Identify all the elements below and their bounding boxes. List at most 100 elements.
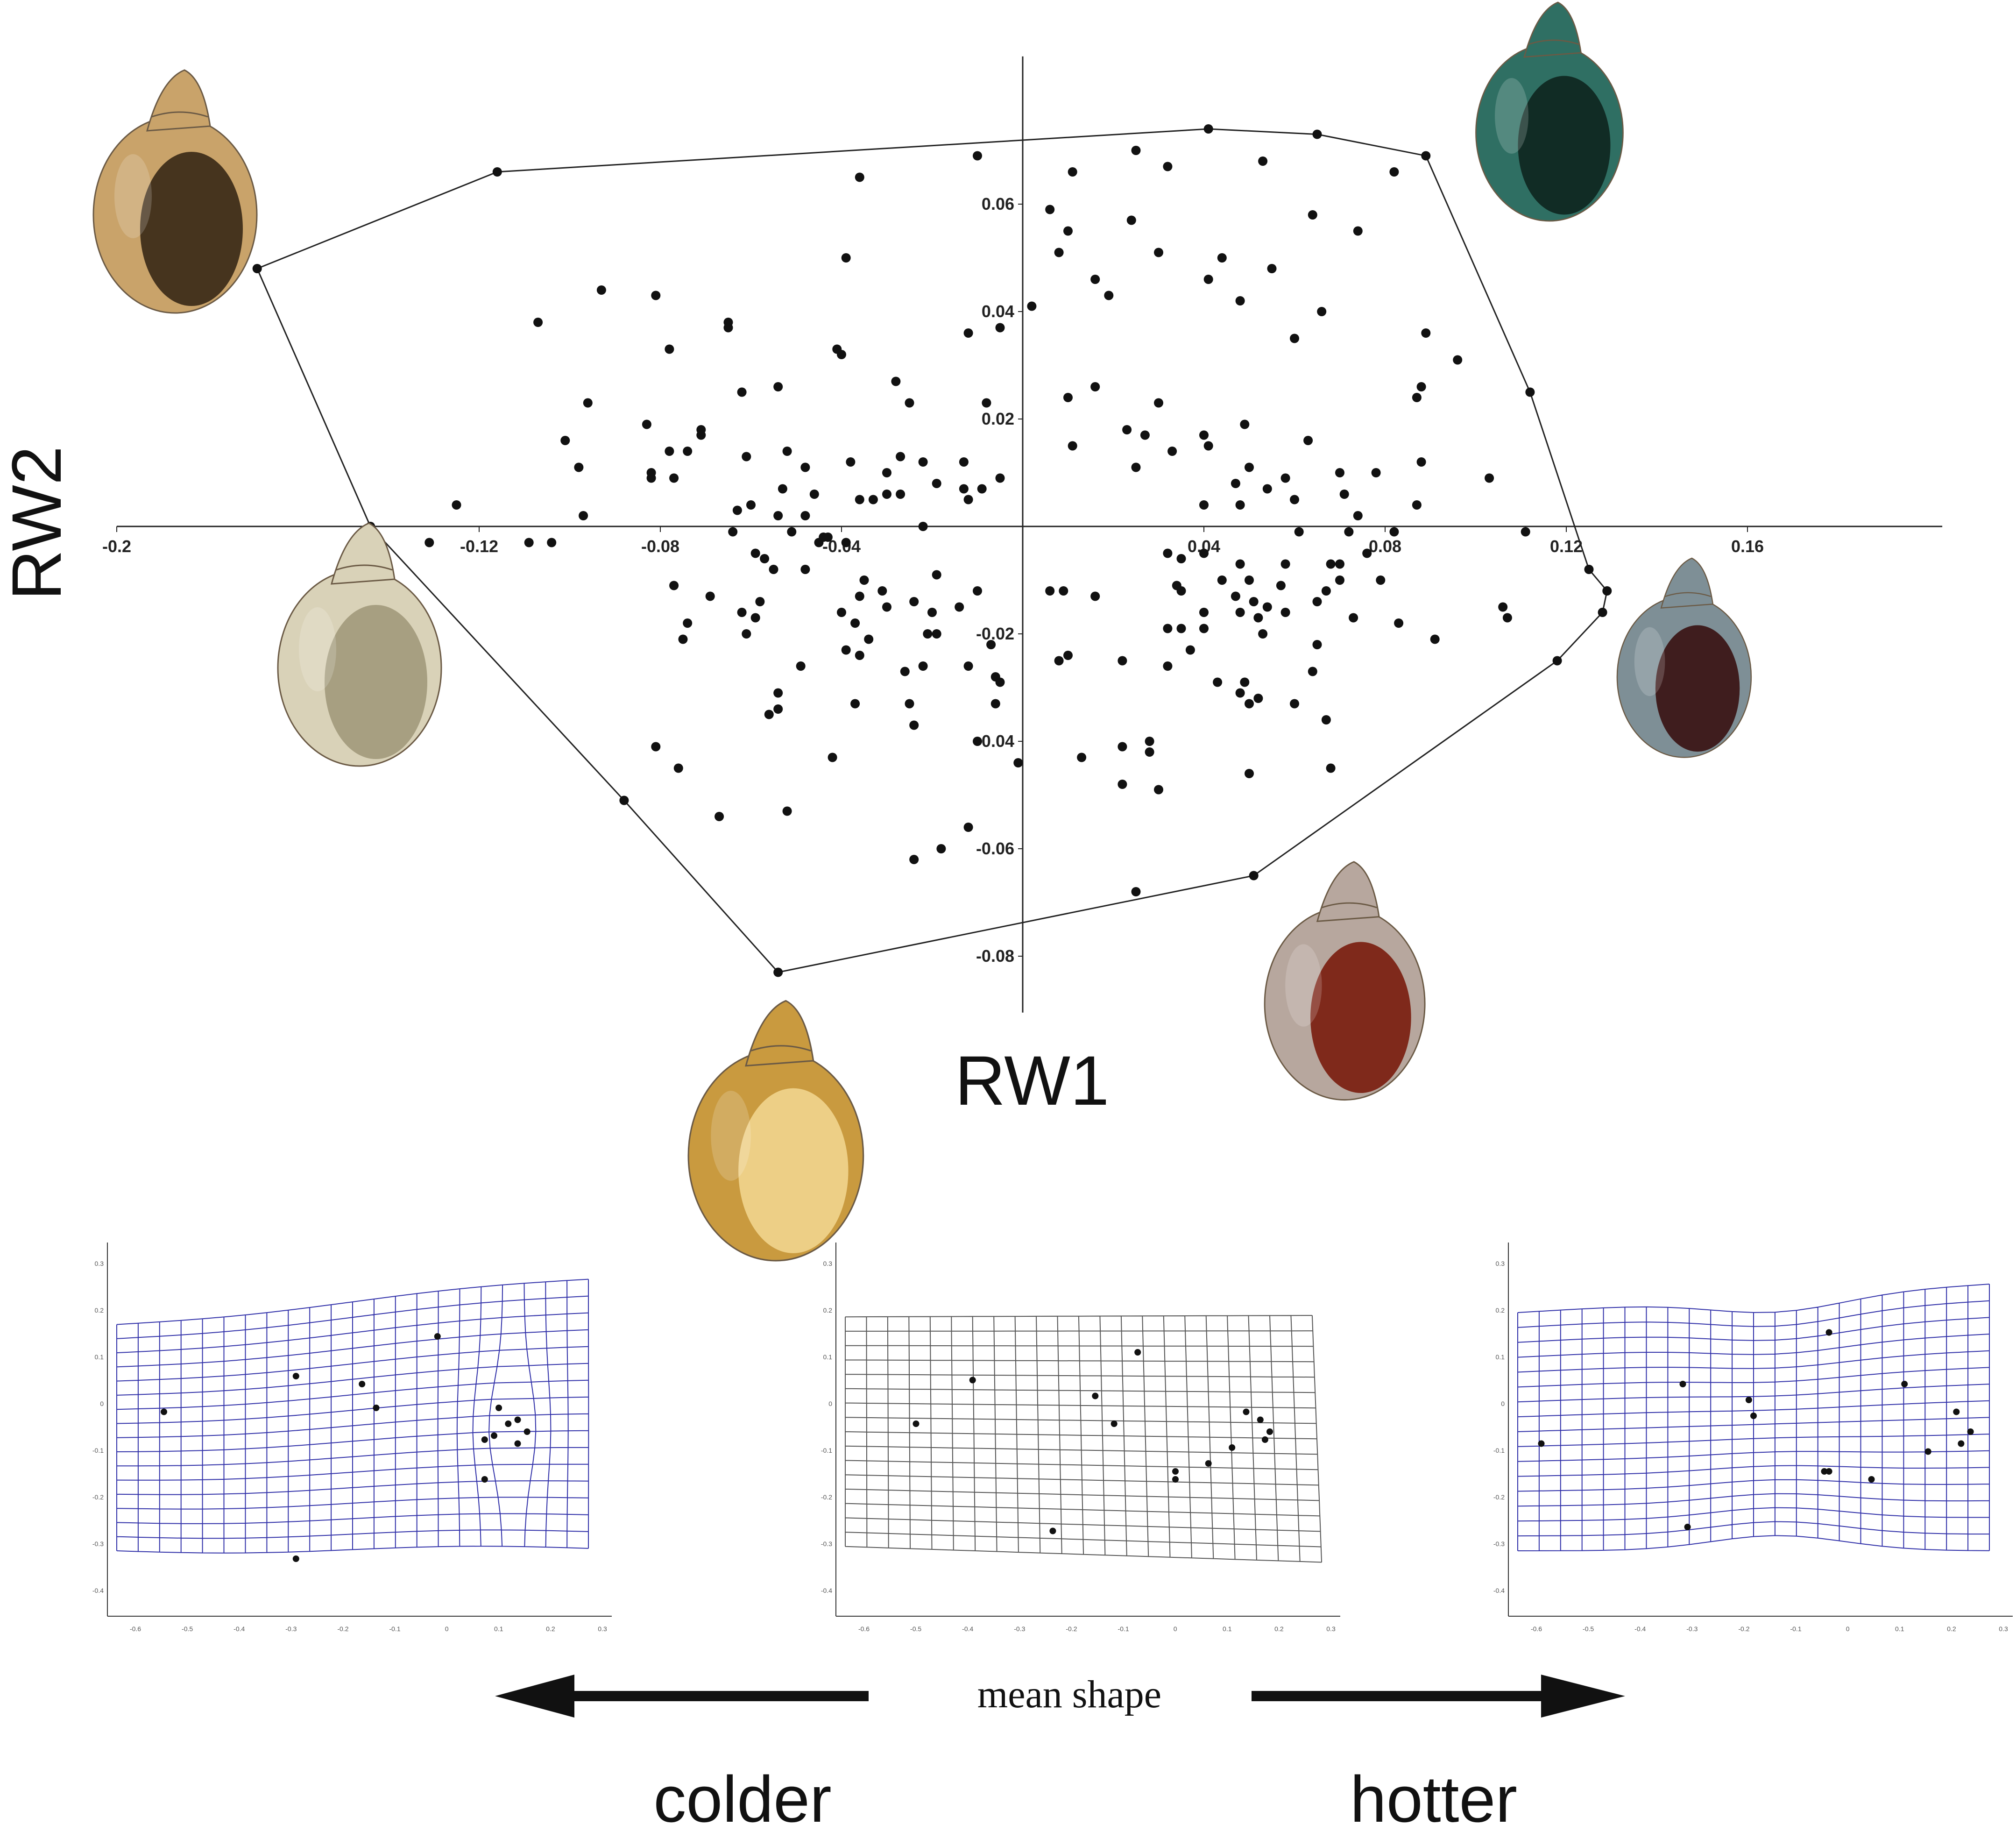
grid-y-tick-label: -0.2 bbox=[821, 1493, 832, 1501]
data-point bbox=[932, 479, 941, 488]
data-point bbox=[1104, 291, 1114, 300]
data-point bbox=[877, 586, 887, 596]
data-point bbox=[696, 430, 706, 440]
landmark-point bbox=[969, 1377, 976, 1384]
grid-x-tick-label: -0.5 bbox=[910, 1625, 921, 1633]
data-point bbox=[1235, 500, 1245, 510]
data-point bbox=[963, 328, 973, 338]
data-point bbox=[1253, 613, 1263, 623]
data-point bbox=[1185, 645, 1195, 655]
data-point bbox=[909, 597, 919, 606]
data-point bbox=[800, 565, 810, 574]
data-point bbox=[905, 398, 914, 408]
landmark-point bbox=[1261, 1436, 1268, 1443]
data-point bbox=[773, 382, 783, 391]
grid-y-tick-label: -0.2 bbox=[92, 1493, 104, 1501]
grid-x-tick-label: 0.1 bbox=[1895, 1625, 1904, 1633]
data-point bbox=[1249, 597, 1259, 606]
landmark-point bbox=[481, 1476, 488, 1483]
data-point bbox=[1217, 575, 1227, 585]
data-point bbox=[1312, 597, 1322, 606]
grid-y-tick-label: 0.3 bbox=[1496, 1260, 1505, 1267]
data-point bbox=[1552, 656, 1562, 666]
x-tick-label: 0.16 bbox=[1731, 537, 1764, 556]
data-point bbox=[1421, 151, 1431, 161]
landmark-point bbox=[1684, 1524, 1691, 1530]
y-tick-labels: 0.060.040.02-0.02-0.04-0.06-0.08 bbox=[976, 194, 1023, 966]
data-point bbox=[769, 565, 778, 574]
data-point bbox=[764, 710, 774, 719]
data-point bbox=[918, 661, 928, 671]
grid-x-tick-label: -0.5 bbox=[182, 1625, 193, 1633]
grid-x-tick-label: -0.2 bbox=[1738, 1625, 1749, 1633]
landmark-point bbox=[1134, 1349, 1141, 1356]
data-point bbox=[841, 538, 851, 547]
grid-y-tick-label: -0.1 bbox=[92, 1447, 104, 1454]
grid-x-tick-label: 0.3 bbox=[598, 1625, 607, 1633]
data-point bbox=[959, 484, 969, 494]
data-point bbox=[252, 264, 262, 273]
data-point bbox=[1145, 747, 1154, 757]
data-point bbox=[1126, 215, 1136, 225]
data-point bbox=[750, 548, 760, 558]
grid-y-tick-label: -0.1 bbox=[821, 1447, 832, 1454]
data-point bbox=[990, 699, 1000, 709]
grid-y-tick-label: 0.1 bbox=[823, 1353, 833, 1361]
data-point bbox=[782, 806, 792, 816]
data-point bbox=[1045, 586, 1055, 596]
landmark-point bbox=[495, 1405, 502, 1411]
data-point bbox=[855, 172, 864, 182]
data-point bbox=[1371, 468, 1381, 477]
y-tick-label: -0.06 bbox=[976, 839, 1014, 858]
data-point bbox=[705, 591, 715, 601]
grid-x-tick-label: 0.2 bbox=[1274, 1625, 1284, 1633]
data-point bbox=[651, 742, 661, 752]
data-point bbox=[1154, 785, 1163, 795]
shell-left-image bbox=[277, 522, 442, 767]
landmark-point bbox=[1901, 1381, 1908, 1387]
landmark-point bbox=[1967, 1428, 1974, 1435]
y-tick-label: -0.02 bbox=[976, 624, 1014, 643]
data-point bbox=[1199, 430, 1209, 440]
data-point bbox=[1312, 640, 1322, 649]
landmark-point bbox=[1229, 1444, 1236, 1451]
x-tick-label: -0.2 bbox=[102, 537, 131, 556]
axes bbox=[117, 56, 1943, 1013]
data-point bbox=[1262, 602, 1272, 612]
data-point bbox=[1326, 559, 1336, 569]
data-point bbox=[773, 511, 783, 520]
data-point bbox=[673, 763, 683, 773]
data-point bbox=[1118, 742, 1127, 752]
landmark-point bbox=[1924, 1448, 1931, 1455]
data-point bbox=[778, 484, 787, 494]
landmark-point bbox=[1868, 1476, 1875, 1483]
data-point bbox=[683, 447, 693, 456]
landmark-point bbox=[913, 1420, 920, 1427]
deformation-grid-colder: 0.30.20.10-0.1-0.2-0.3-0.4-0.6-0.5-0.4-0… bbox=[92, 1243, 612, 1633]
deformation-grid-hotter: 0.30.20.10-0.1-0.2-0.3-0.4-0.6-0.5-0.4-0… bbox=[1493, 1243, 2013, 1633]
data-point bbox=[1389, 167, 1399, 177]
data-point bbox=[1231, 479, 1240, 488]
x-tick-label: 0.12 bbox=[1550, 537, 1583, 556]
data-point bbox=[1063, 393, 1073, 402]
data-point bbox=[1122, 425, 1132, 434]
data-point bbox=[1280, 559, 1290, 569]
data-point bbox=[452, 500, 461, 510]
grid-y-tick-label: 0.1 bbox=[95, 1353, 104, 1361]
x-tick-label: -0.08 bbox=[641, 537, 679, 556]
data-point bbox=[1308, 210, 1317, 220]
data-point bbox=[1303, 436, 1313, 445]
data-point bbox=[1389, 527, 1399, 537]
landmark-point bbox=[1243, 1408, 1250, 1415]
landmark-point bbox=[1958, 1440, 1965, 1447]
data-point bbox=[579, 511, 588, 520]
landmark-point bbox=[491, 1432, 497, 1439]
data-point bbox=[1280, 608, 1290, 617]
landmark-point bbox=[1205, 1460, 1212, 1467]
data-point bbox=[800, 462, 810, 472]
landmark-point bbox=[481, 1436, 488, 1443]
shell-illustrations bbox=[92, 1, 1752, 1262]
data-point bbox=[905, 699, 914, 709]
data-point bbox=[742, 629, 751, 639]
